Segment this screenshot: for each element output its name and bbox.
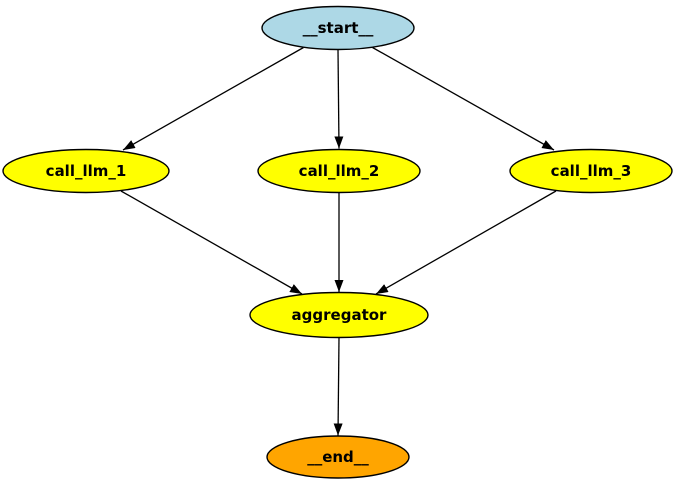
- node-aggregator-label: aggregator: [292, 306, 388, 324]
- edge-start-to-call-llm-2: [334, 49, 344, 149]
- edge-call-llm-3-to-aggregator: [375, 190, 557, 295]
- node-call-llm-1-ellipse: [2, 148, 170, 194]
- node-start-ellipse: [261, 5, 415, 51]
- node-start: __start__: [261, 5, 415, 51]
- node-call-llm-3-label: call_llm_3: [551, 162, 632, 180]
- node-aggregator-ellipse: [249, 291, 429, 339]
- node-end-label: __end__: [307, 448, 369, 466]
- edge-aggregator-to-end: [333, 337, 343, 436]
- edge-call-llm-1-to-aggregator: [120, 190, 303, 295]
- node-call-llm-1: call_llm_1: [2, 148, 170, 194]
- node-aggregator: aggregator: [249, 291, 429, 339]
- edge-layer: [120, 46, 557, 436]
- node-call-llm-3: call_llm_3: [509, 148, 673, 194]
- node-call-llm-2: call_llm_2: [257, 148, 421, 194]
- node-end: __end__: [266, 435, 410, 479]
- edge-start-to-call-llm-3: [372, 46, 555, 151]
- node-start-label: __start__: [303, 19, 374, 37]
- node-call-llm-1-label: call_llm_1: [46, 162, 127, 180]
- edge-start-to-call-llm-1: [122, 46, 304, 151]
- node-call-llm-2-ellipse: [257, 148, 421, 194]
- node-call-llm-2-label: call_llm_2: [299, 162, 380, 180]
- node-call-llm-3-ellipse: [509, 148, 673, 194]
- node-end-ellipse: [266, 435, 410, 479]
- node-layer: __start__ call_llm_1 call_llm_2 call_llm…: [2, 5, 673, 479]
